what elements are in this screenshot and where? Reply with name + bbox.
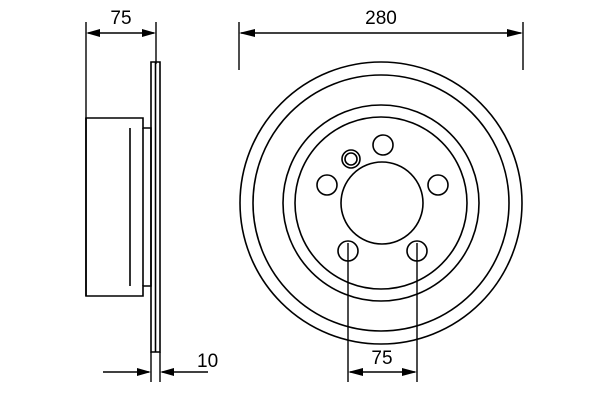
friction-band-circle	[252, 74, 510, 332]
bolt-hole-top	[372, 134, 394, 156]
arrowhead-inner-right-10	[160, 368, 174, 376]
outer-diameter-dimension	[238, 22, 524, 70]
dimension-label-bolt-circle: 75	[371, 348, 392, 369]
centre-hub-bore	[340, 161, 424, 245]
dimension-label-hub-width: 75	[110, 8, 131, 29]
arrowhead-left-280	[239, 29, 255, 37]
hub-hat-outline	[85, 117, 152, 297]
dimension-label-outer-diameter: 280	[365, 8, 397, 29]
outer-rim-circle	[239, 61, 523, 345]
pilot-hole-outer-ring	[341, 149, 361, 169]
hat-outer-circle	[282, 104, 480, 302]
arrowhead-left-75	[86, 29, 100, 37]
bolt-hole-upper-left	[316, 174, 338, 196]
arrowhead-right-75	[142, 29, 156, 37]
pilot-hole-inner-ring	[344, 152, 358, 166]
arrowhead-right-bcd	[402, 368, 417, 376]
hat-inner-circle	[294, 116, 468, 290]
arrowhead-left-bcd	[348, 368, 363, 376]
bolt-hole-upper-right	[427, 174, 449, 196]
dimension-label-disc-thickness: 10	[197, 351, 218, 372]
arrowhead-inner-left-10	[137, 368, 151, 376]
arrowhead-right-280	[507, 29, 523, 37]
